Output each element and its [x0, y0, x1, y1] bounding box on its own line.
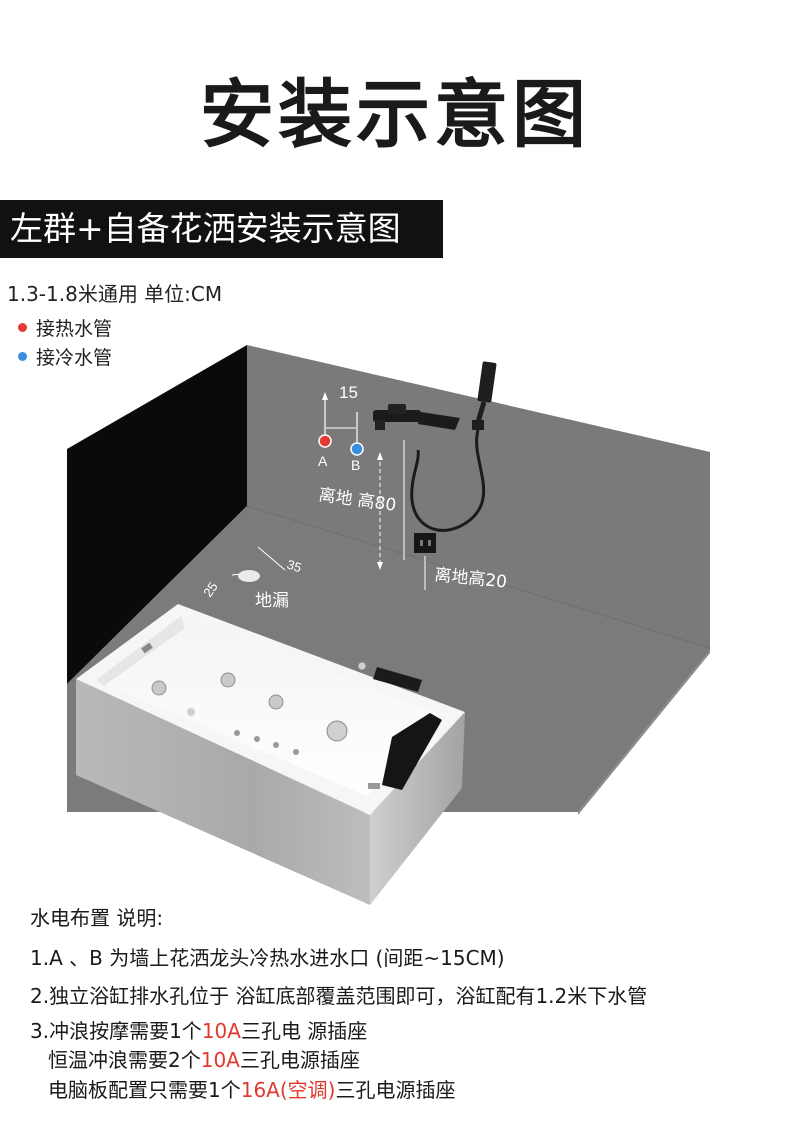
- floor-drain-icon: [238, 570, 260, 582]
- section-banner: 左群+自备花洒安装示意图: [0, 200, 443, 258]
- note-line-4-rest: 三孔电源插座: [239, 1048, 360, 1072]
- floor-edge: [578, 650, 710, 815]
- legend-cold-water: 接冷水管: [18, 343, 112, 370]
- note-line-1: 1.A 、B 为墙上花洒龙头冷热水进水口 (间距~15CM): [30, 946, 505, 970]
- notes-heading: 水电布置 说明:: [30, 906, 164, 930]
- note-line-5-rest: 三孔电源插座: [335, 1078, 456, 1102]
- note-line-5-text: 电脑板配置只需要1个: [48, 1078, 241, 1102]
- note-line-3-amp: 10A: [201, 1019, 241, 1043]
- wall-faucet-icon: [373, 404, 460, 430]
- note-line-4: 恒温冲浪需要2个10A三孔电源插座: [48, 1044, 360, 1073]
- blue-dot-icon: [18, 352, 27, 361]
- dim-35-label: 35: [285, 557, 303, 576]
- dim-25-label: 25: [200, 579, 221, 599]
- size-unit-note: 1.3-1.8米通用 单位:CM: [7, 282, 223, 306]
- left-wall: [67, 345, 247, 684]
- legend-hot-water: 接热水管: [18, 314, 112, 341]
- point-b-label: B: [351, 457, 360, 473]
- hot-water-inlet-icon: [318, 434, 332, 448]
- note-line-4-amp: 10A: [200, 1048, 240, 1072]
- back-wall: [247, 345, 710, 648]
- floor-drain-label: 地漏: [255, 591, 289, 611]
- red-dot-icon: [18, 323, 27, 332]
- legend-hot-label: 接热水管: [36, 318, 113, 340]
- legend-cold-label: 接冷水管: [36, 347, 113, 369]
- hand-shower-icon: [410, 361, 497, 532]
- note-line-4-text: 恒温冲浪需要2个: [48, 1048, 201, 1072]
- note-line-3-text: 3.冲浪按摩需要1个: [30, 1019, 202, 1043]
- power-socket-icon: [414, 533, 436, 553]
- note-line-5: 电脑板配置只需要1个16A(空调)三孔电源插座: [48, 1074, 455, 1103]
- note-line-5-amp: 16A(空调): [240, 1078, 336, 1102]
- spacing-label: 15: [339, 383, 358, 402]
- note-line-2: 2.独立浴缸排水孔位于 浴缸底部覆盖范围即可，浴缸配有1.2米下水管: [30, 984, 648, 1008]
- page-title: 安装示意图: [200, 72, 590, 158]
- cold-water-inlet-icon: [350, 442, 364, 456]
- note-line-3: 3.冲浪按摩需要1个10A三孔电 源插座: [30, 1015, 367, 1044]
- point-a-label: A: [318, 453, 328, 469]
- bathtub-icon: [76, 604, 465, 905]
- note-line-3-rest: 三孔电 源插座: [240, 1019, 368, 1043]
